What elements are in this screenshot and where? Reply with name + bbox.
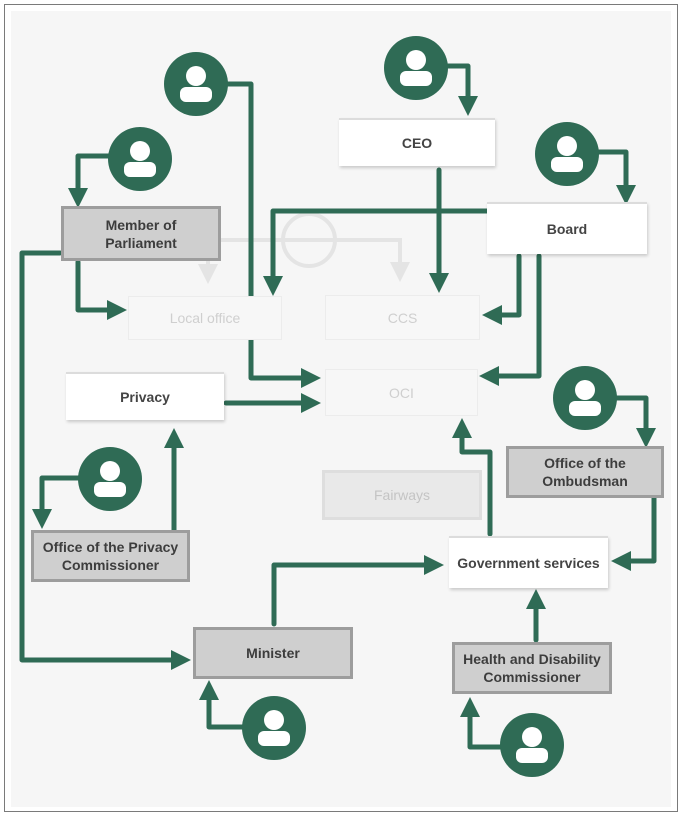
faded-background-motif bbox=[198, 212, 410, 284]
link-person-to-oci bbox=[224, 81, 321, 388]
health-and-disability-commissioner-box: Health and Disability Commissioner bbox=[452, 642, 612, 694]
link-minister-to-government-services bbox=[271, 555, 444, 627]
person-icon bbox=[108, 127, 172, 191]
minister-box: Minister bbox=[193, 627, 353, 679]
link-board-to-local-office bbox=[263, 208, 490, 296]
link-person-to-member-of-parliament bbox=[68, 153, 113, 208]
link-ceo-person-to-ceo bbox=[444, 63, 478, 116]
office-of-the-ombudsman-label: Office of the Ombudsman bbox=[542, 455, 628, 489]
office-of-the-privacy-commissioner-box: Office of the Privacy Commissioner bbox=[31, 530, 190, 582]
fairways-box: Fairways bbox=[322, 470, 482, 520]
ceo-label: CEO bbox=[401, 135, 433, 151]
government-services-box: Government services bbox=[449, 536, 608, 588]
person-icon bbox=[384, 36, 448, 100]
ccs-label: CCS bbox=[387, 309, 418, 326]
oci-label: OCI bbox=[389, 384, 414, 401]
person-icon bbox=[535, 122, 599, 186]
link-person-to-minister bbox=[199, 680, 247, 730]
link-mp-to-minister bbox=[19, 250, 191, 670]
link-person-to-hdc bbox=[460, 697, 504, 750]
link-board-to-ccs bbox=[482, 253, 522, 325]
local-office-box: Local office bbox=[128, 296, 282, 340]
minister-label: Minister bbox=[246, 645, 300, 661]
person-icon bbox=[553, 366, 617, 430]
office-of-the-privacy-commissioner-label: Office of the Privacy Commissioner bbox=[42, 539, 179, 573]
ceo-box: CEO bbox=[339, 118, 495, 166]
link-mp-to-local-office bbox=[75, 259, 127, 320]
oci-box: OCI bbox=[325, 369, 478, 416]
privacy-label: Privacy bbox=[120, 389, 170, 405]
board-box: Board bbox=[487, 202, 647, 254]
ccs-box: CCS bbox=[325, 295, 480, 340]
link-ombudsman-to-government-services bbox=[611, 495, 657, 571]
person-icon bbox=[500, 713, 564, 777]
link-government-services-to-oci bbox=[452, 418, 493, 537]
local-office-label: Local office bbox=[169, 310, 241, 326]
privacy-box: Privacy bbox=[66, 372, 224, 420]
link-person-to-privacy-commissioner bbox=[32, 475, 83, 529]
member-of-parliament-label: Member of Parliament bbox=[105, 216, 177, 251]
person-icon bbox=[242, 696, 306, 760]
person-icon bbox=[78, 447, 142, 511]
health-and-disability-commissioner-label: Health and Disability Commissioner bbox=[463, 651, 601, 685]
office-of-the-ombudsman-box: Office of the Ombudsman bbox=[506, 446, 664, 498]
board-label: Board bbox=[546, 221, 588, 237]
government-services-label: Government services bbox=[457, 555, 600, 571]
link-person-to-board bbox=[595, 149, 636, 205]
fairways-label: Fairways bbox=[373, 487, 430, 503]
member-of-parliament-box: Member of Parliament bbox=[61, 206, 221, 261]
link-board-to-oci bbox=[479, 253, 542, 386]
link-person-to-ombudsman bbox=[613, 395, 656, 448]
person-icon bbox=[164, 52, 228, 116]
